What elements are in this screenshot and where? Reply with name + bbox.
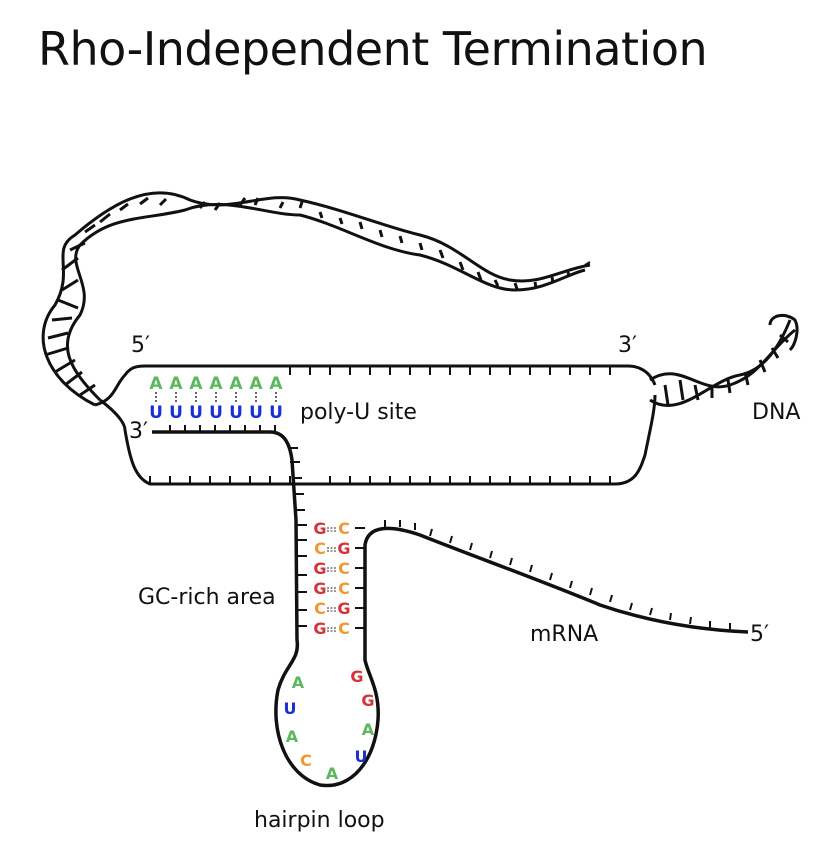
bubble-ticks xyxy=(149,366,611,484)
loop-base: C xyxy=(300,751,312,770)
hairpin-loop-bases: A U A C A G G A U xyxy=(284,667,375,783)
dna-base: A xyxy=(209,374,223,394)
stem-left-base: G xyxy=(313,519,326,538)
stem-left-base: G xyxy=(313,559,326,578)
dna-helix-rungs xyxy=(44,196,571,397)
three-prime-top-label: 3′ xyxy=(618,333,637,358)
loop-base: A xyxy=(292,673,305,692)
dna-label: DNA xyxy=(752,400,800,425)
loop-base: U xyxy=(355,747,368,766)
dna-base: A xyxy=(269,374,283,394)
dna-base: A xyxy=(149,374,163,394)
stem-right-base: G xyxy=(337,539,350,558)
rna-base: U xyxy=(269,403,283,423)
loop-base: G xyxy=(361,691,374,710)
dna-base: A xyxy=(189,374,203,394)
diagram-title: Rho-Independent Termination xyxy=(38,22,708,76)
rna-strand xyxy=(152,430,749,788)
mrna-label: mRNA xyxy=(530,622,598,647)
loop-base: A xyxy=(326,764,339,783)
loop-base: A xyxy=(362,720,375,739)
stem-left-base: C xyxy=(314,539,326,558)
gc-rich-area-label: GC-rich area xyxy=(138,585,276,610)
dna-base: A xyxy=(249,374,263,394)
loop-base: A xyxy=(286,727,299,746)
five-prime-top-label: 5′ xyxy=(131,333,150,358)
dna-base: A xyxy=(229,374,243,394)
loop-base: G xyxy=(350,667,363,686)
labels: 5′ 3′ 3′ poly-U site DNA GC-rich area mR… xyxy=(129,333,800,833)
dna-helix-right xyxy=(649,313,799,408)
rna-base: U xyxy=(149,403,163,423)
stem-left-base: G xyxy=(313,619,326,638)
three-prime-rna-label: 3′ xyxy=(129,419,148,444)
stem-right-base: G xyxy=(337,599,350,618)
stem-right-base: C xyxy=(338,579,350,598)
stem-right-base: C xyxy=(338,619,350,638)
stem-left-base: G xyxy=(313,579,326,598)
stem-right-base: C xyxy=(338,519,350,538)
stem-bonds xyxy=(327,527,337,632)
rna-base: U xyxy=(229,403,243,423)
five-prime-mrna-label: 5′ xyxy=(750,622,769,647)
poly-u-site-label: poly-U site xyxy=(300,400,417,425)
dna-helix-upper xyxy=(41,191,591,407)
rna-base: U xyxy=(189,403,203,423)
hairpin-loop-label: hairpin loop xyxy=(254,808,385,833)
rna-base: U xyxy=(169,403,183,423)
stem-left-base: C xyxy=(314,599,326,618)
poly-u-bonds xyxy=(155,392,277,403)
gc-stem: G C C G G C G C C G G C xyxy=(313,519,350,638)
rna-base: U xyxy=(209,403,223,423)
dna-base: A xyxy=(169,374,183,394)
rna-ticks xyxy=(169,425,731,630)
loop-base: U xyxy=(284,699,297,718)
stem-right-base: C xyxy=(338,559,350,578)
poly-u-site: A A A A A A A U U U U U U U xyxy=(149,374,283,423)
rna-base: U xyxy=(249,403,263,423)
